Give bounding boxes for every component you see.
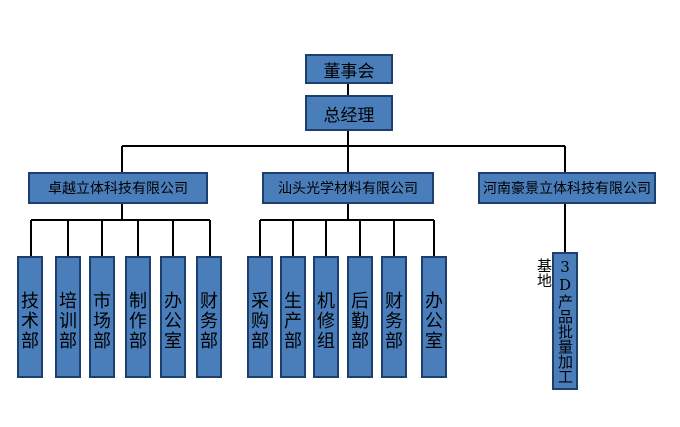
dept-box-2-2: 生产部: [280, 256, 306, 378]
dept-box-2-6: 办公室: [421, 256, 447, 378]
dept-label: 财务部: [197, 291, 218, 351]
dept-label: 3D产品批量加工基地: [535, 258, 574, 384]
dept-box-2-5: 财务部: [381, 256, 407, 378]
company-box-1: 卓越立体科技有限公司: [28, 172, 208, 204]
company-name-2: 汕头光学材料有限公司: [278, 181, 418, 197]
dept-label: 财务部: [382, 291, 403, 351]
ceo-box: 总经理: [305, 95, 393, 131]
dept-box-3-1: 3D产品批量加工基地: [535, 252, 578, 390]
dept-label: 办公室: [161, 291, 182, 351]
dept-label: 制作部: [126, 291, 147, 351]
dept-label: 市场部: [90, 291, 111, 351]
dept-label: 生产部: [281, 291, 302, 351]
company-name-1: 卓越立体科技有限公司: [48, 181, 188, 197]
dept-label: 办公室: [422, 291, 443, 351]
dept-label: 采购部: [248, 291, 269, 351]
dept-label: 后勤部: [348, 291, 369, 351]
dept-box-1-1: 技术部: [17, 256, 43, 378]
dept-label: 培训部: [56, 291, 77, 351]
ceo-label: 总经理: [323, 105, 375, 126]
company-box-3: 河南豪景立体科技有限公司: [478, 172, 656, 204]
dept-box-1-4: 制作部: [125, 256, 151, 378]
dept-box-1-5: 办公室: [160, 256, 186, 378]
company-box-2: 汕头光学材料有限公司: [262, 172, 434, 204]
dept-box-2-1: 采购部: [247, 256, 273, 378]
board-box: 董事会: [305, 54, 393, 84]
dept-label: 机修组: [314, 291, 335, 351]
board-label: 董事会: [323, 61, 375, 82]
dept-box-2-4: 后勤部: [347, 256, 373, 378]
dept-label: 技术部: [18, 291, 39, 351]
dept-box-1-2: 培训部: [55, 256, 81, 378]
dept-box-1-6: 财务部: [196, 256, 222, 378]
dept-box-1-3: 市场部: [89, 256, 115, 378]
dept-box-2-3: 机修组: [313, 256, 339, 378]
company-name-3: 河南豪景立体科技有限公司: [483, 181, 651, 197]
